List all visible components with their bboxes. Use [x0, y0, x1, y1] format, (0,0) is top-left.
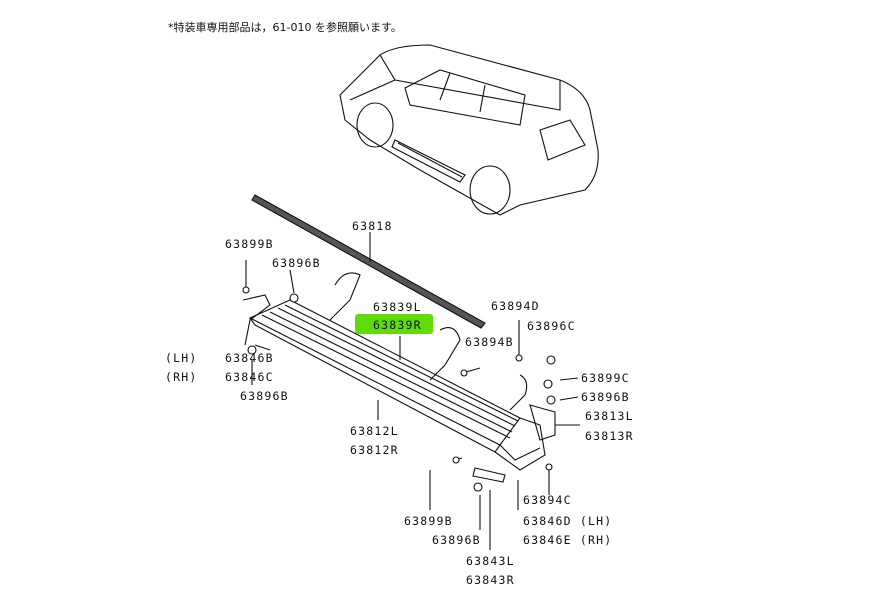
part-63896b[interactable]: 63896B	[272, 256, 321, 270]
part-63846d[interactable]: 63846D (LH)	[523, 514, 613, 528]
part-63813r[interactable]: 63813R	[585, 429, 634, 443]
part-63839l[interactable]: 63839L	[373, 300, 422, 314]
special-parts-note: *特装車専用部品は，61-010 を参照願います。	[168, 21, 402, 34]
part-63894b[interactable]: 63894B	[465, 335, 514, 349]
part-63899c[interactable]: 63899C	[581, 371, 630, 385]
part-63896b[interactable]: 63896B	[432, 533, 481, 547]
part-63846e[interactable]: 63846E (RH)	[523, 533, 613, 547]
part-63818[interactable]: 63818	[352, 219, 393, 233]
part-63846b[interactable]: 63846B	[225, 351, 274, 365]
highlight-63839	[355, 314, 433, 334]
part-63894c[interactable]: 63894C	[523, 493, 572, 507]
part-63896c[interactable]: 63896C	[527, 319, 576, 333]
part-63813l[interactable]: 63813L	[585, 409, 634, 423]
part-63894d[interactable]: 63894D	[491, 299, 540, 313]
side-step-board	[248, 299, 546, 471]
part-63843r[interactable]: 63843R	[466, 573, 515, 587]
part-63846c[interactable]: 63846C	[225, 370, 274, 384]
part-63899b[interactable]: 63899B	[404, 514, 453, 528]
part-63812r[interactable]: 63812R	[350, 443, 399, 457]
lh-label: (LH)	[165, 351, 198, 365]
rh-label: (RH)	[165, 370, 198, 384]
vehicle-illustration	[339, 44, 599, 216]
part-63839r[interactable]: 63839R	[373, 318, 422, 332]
weatherstrip-63818	[251, 194, 486, 329]
part-63812l[interactable]: 63812L	[350, 424, 399, 438]
part-63843l[interactable]: 63843L	[466, 554, 515, 568]
part-63896b[interactable]: 63896B	[240, 389, 289, 403]
part-63896b[interactable]: 63896B	[581, 390, 630, 404]
part-63899b[interactable]: 63899B	[225, 237, 274, 251]
